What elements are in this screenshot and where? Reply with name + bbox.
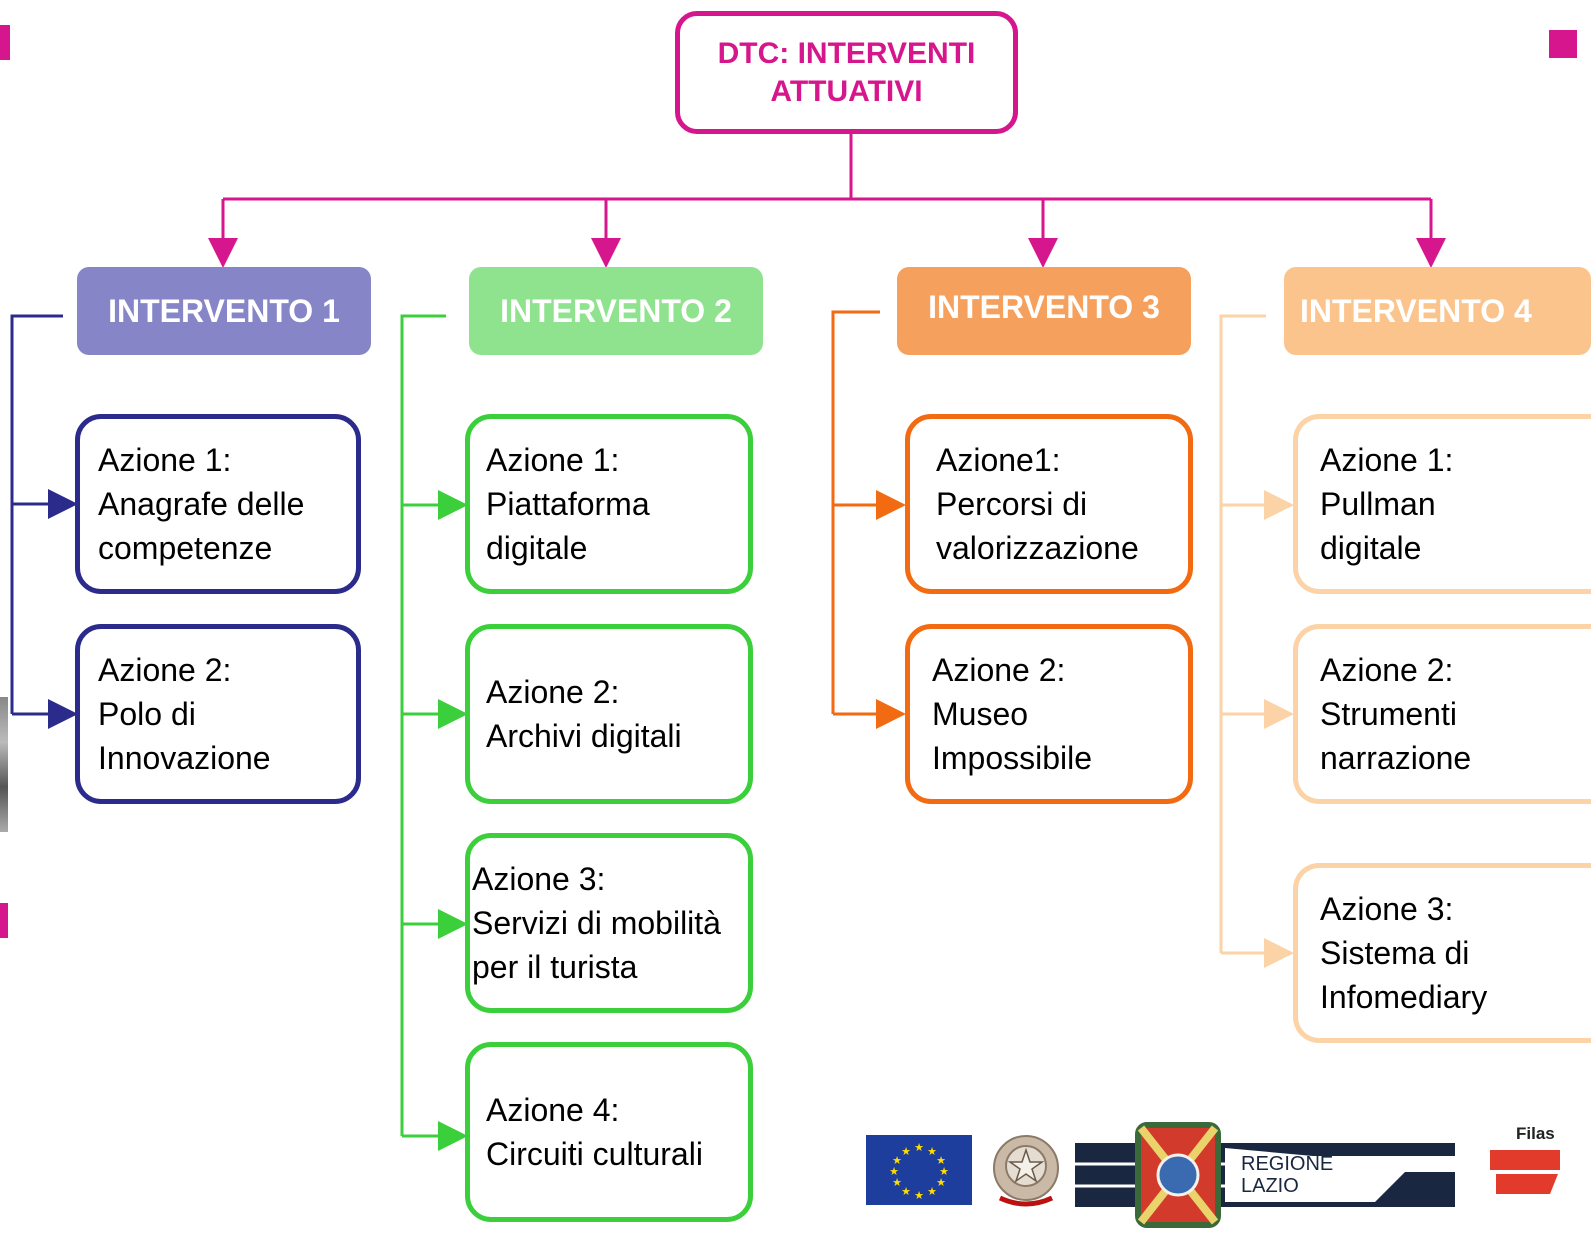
svg-text:★: ★ — [936, 1176, 946, 1189]
svg-text:★: ★ — [936, 1154, 946, 1167]
repubblica-italiana-emblem-logo — [993, 1135, 1059, 1207]
svg-text:★: ★ — [927, 1145, 937, 1158]
svg-text:★: ★ — [901, 1145, 911, 1158]
svg-text:★: ★ — [901, 1185, 911, 1198]
eu-flag-logo: ★★★★ ★★★★ ★★★★ — [866, 1135, 972, 1205]
intervento-2-header: INTERVENTO 2 — [469, 267, 763, 355]
regione-lazio-logo: REGIONE LAZIO — [1075, 1122, 1455, 1228]
azione-box: Azione 2: Museo Impossibile — [905, 624, 1193, 804]
svg-text:★: ★ — [914, 1189, 924, 1202]
intervento-4-header: INTERVENTO 4 — [1284, 267, 1591, 355]
decorative-photo-strip — [0, 697, 8, 832]
root-title-line2: ATTUATIVI — [770, 74, 923, 108]
root-title-line1: DTC: INTERVENTI — [717, 36, 976, 70]
regione-label: REGIONE — [1241, 1153, 1333, 1175]
svg-text:★: ★ — [892, 1154, 902, 1167]
decorative-square — [1549, 30, 1577, 58]
svg-text:★: ★ — [892, 1176, 902, 1189]
filas-logo: Filas — [1490, 1124, 1591, 1206]
svg-text:★: ★ — [939, 1165, 949, 1178]
lazio-label: LAZIO — [1241, 1175, 1299, 1197]
azione-box: Azione 2: Polo di Innovazione — [75, 624, 361, 804]
svg-text:★: ★ — [927, 1185, 937, 1198]
azione-box: Azione 1: Piattaforma digitale — [465, 414, 753, 594]
intervento-1-header: INTERVENTO 1 — [77, 267, 371, 355]
root-node: DTC: INTERVENTI ATTUATIVI — [675, 11, 1018, 134]
svg-text:★: ★ — [914, 1141, 924, 1154]
filas-label: Filas — [1516, 1124, 1555, 1143]
azione-box: Azione 3: Servizi di mobilità per il tur… — [465, 833, 753, 1013]
azione-box: Azione 3: Sistema di Infomediary — [1293, 863, 1591, 1043]
svg-text:★: ★ — [889, 1165, 899, 1178]
decorative-square — [0, 25, 10, 60]
azione-box: Azione 2: Archivi digitali — [465, 624, 753, 804]
azione-box: Azione 1: Pullman digitale — [1293, 414, 1591, 594]
intervento-3-header: INTERVENTO 3 — [897, 267, 1191, 355]
azione-box: Azione 2: Strumenti narrazione — [1293, 624, 1591, 804]
azione-box: Azione 1: Anagrafe delle competenze — [75, 414, 361, 594]
azione-box: Azione1: Percorsi di valorizzazione — [905, 414, 1193, 594]
decorative-square — [0, 903, 8, 938]
azione-box: Azione 4: Circuiti culturali — [465, 1042, 753, 1222]
filas-mark-icon — [1490, 1150, 1560, 1194]
